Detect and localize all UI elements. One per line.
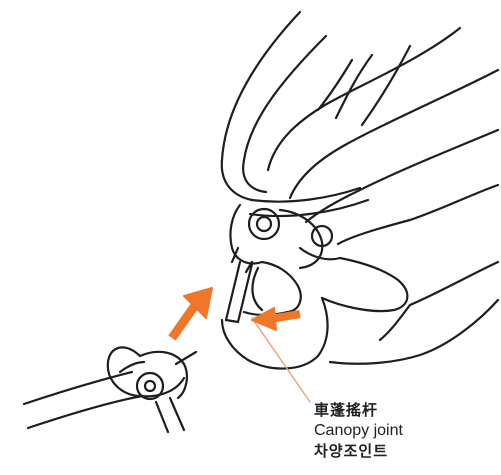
arrow-up-right-icon xyxy=(172,288,212,338)
stroller-frame-drawing xyxy=(24,347,196,432)
callout-leader-line xyxy=(252,318,310,402)
part-label-chinese: 車蓬搖杆 xyxy=(314,400,494,421)
part-label-english: Canopy joint xyxy=(314,421,494,441)
part-label: 車蓬搖杆 Canopy joint 차양조인트 xyxy=(314,400,494,462)
arrow-left-icon xyxy=(252,308,300,330)
hand-drawing xyxy=(222,185,498,369)
part-label-korean: 차양조인트 xyxy=(314,441,494,462)
canopy-frame-drawing xyxy=(222,12,498,222)
